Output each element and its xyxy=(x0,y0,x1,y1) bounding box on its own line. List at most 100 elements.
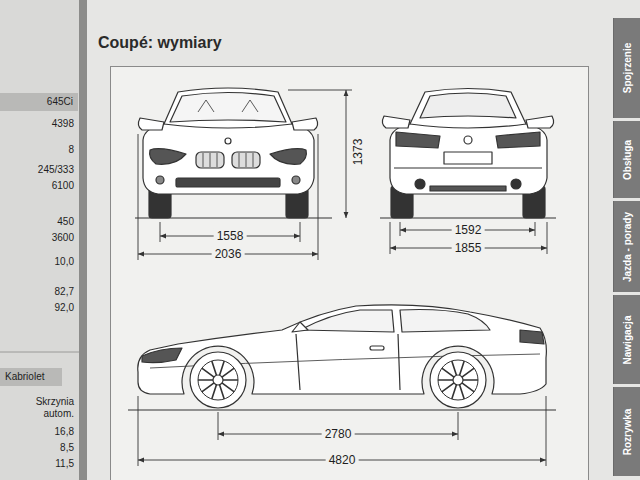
mirror xyxy=(292,118,318,130)
tail-light xyxy=(496,132,540,148)
extension-line xyxy=(160,222,161,242)
front-view xyxy=(138,88,317,218)
headlight xyxy=(150,149,186,165)
fog-light xyxy=(292,176,300,184)
table-rule xyxy=(0,352,79,353)
spec-value: 10,0 xyxy=(55,256,74,267)
exhaust xyxy=(415,179,425,189)
left-page xyxy=(0,0,79,480)
body-outline xyxy=(390,89,547,195)
spec-slot: Skrzynia autom. xyxy=(24,396,74,420)
spec-value: 450 xyxy=(57,216,74,227)
dimension-slot: 2036 xyxy=(212,247,245,261)
spec-slot: 82,7 xyxy=(55,286,74,298)
spec-slot: 10,0 xyxy=(55,256,74,268)
side-window xyxy=(400,310,490,333)
page-title: Coupé: wymiary xyxy=(98,34,222,52)
ground-line xyxy=(380,217,556,218)
node-text: Obsługa xyxy=(622,139,633,179)
dimension-slot: 2780 xyxy=(322,427,355,441)
wheel xyxy=(190,352,246,408)
exhaust xyxy=(511,179,521,189)
extension-line xyxy=(400,222,401,236)
extension-line xyxy=(458,412,459,440)
dimension-line xyxy=(346,90,347,218)
headlight xyxy=(142,348,182,363)
door-handle xyxy=(370,346,384,350)
chapter-tab: Rozrywka xyxy=(613,387,640,476)
hub xyxy=(213,375,223,385)
extension-line xyxy=(138,396,139,466)
spec-slot: 245/333 xyxy=(38,164,74,176)
dimension-value: 1373 xyxy=(351,139,365,166)
spec-slot: 6100 xyxy=(52,180,74,192)
node-text: 645Ci xyxy=(47,96,73,107)
dimension-value: 2036 xyxy=(212,247,245,261)
spec-value: 3600 xyxy=(52,232,74,243)
tail-light xyxy=(396,132,440,148)
ground-line xyxy=(135,217,332,218)
spec-value: 4398 xyxy=(52,118,74,129)
body-outline xyxy=(143,88,314,194)
badge xyxy=(464,136,472,144)
side-view xyxy=(138,305,547,408)
dimension-slot: 1592 xyxy=(452,223,485,237)
spec-slot: 4398 xyxy=(52,118,74,130)
spec-slot: 3600 xyxy=(52,232,74,244)
node-text: Spojrzenie xyxy=(622,43,633,94)
chapter-tab: Nawigacja xyxy=(613,295,640,384)
extension-line xyxy=(218,412,219,440)
extension-line xyxy=(390,222,391,254)
spec-slot: 8,5 xyxy=(60,442,74,454)
plate-recess xyxy=(444,152,492,164)
node-text: Jazda - porady xyxy=(622,211,633,281)
node-text: Rozrywka xyxy=(622,408,633,455)
dimension-value: 4820 xyxy=(326,453,359,467)
node-text: Nawigacja xyxy=(622,315,633,364)
chapter-tab: Jazda - porady xyxy=(613,201,640,292)
spec-value: 245/333 xyxy=(38,164,74,175)
page-gutter xyxy=(79,0,87,480)
windshield xyxy=(170,93,286,123)
grille-bars xyxy=(203,153,253,167)
dimension-slot: 1855 xyxy=(452,241,485,255)
dimension-slot: 1373 xyxy=(351,139,365,166)
dimension-lines xyxy=(138,90,547,466)
spec-slot: 92,0 xyxy=(55,302,74,314)
dimension-value: 1558 xyxy=(214,229,247,243)
spec-value: 8,5 xyxy=(60,442,74,453)
mirror xyxy=(526,116,554,128)
table-header-band: Kabriolet xyxy=(0,368,62,386)
dimension-slot: 1558 xyxy=(214,229,247,243)
spec-value: 6100 xyxy=(52,180,74,191)
drawing-frame xyxy=(111,67,589,480)
rim xyxy=(438,360,478,400)
spec-slot: 16,8 xyxy=(55,426,74,438)
trunk-line xyxy=(410,124,526,128)
rim xyxy=(198,360,238,400)
extension-line xyxy=(547,222,548,254)
table-header-band: 645Ci xyxy=(0,93,78,111)
air-intake xyxy=(176,178,280,187)
node-text: Kabriolet xyxy=(5,371,44,382)
spec-slot: 11,5 xyxy=(55,458,74,470)
spec-value: 16,8 xyxy=(55,426,74,437)
chapter-tab: Spojrzenie xyxy=(613,18,640,118)
dimension-value: 2780 xyxy=(322,427,355,441)
wheel xyxy=(430,352,486,408)
extension-line xyxy=(288,90,352,91)
door-line xyxy=(296,334,400,390)
mirror xyxy=(292,322,308,332)
badge xyxy=(225,138,231,144)
seat-outline xyxy=(198,100,258,112)
headlight xyxy=(270,149,306,165)
extension-line xyxy=(546,396,547,466)
hub xyxy=(453,375,463,385)
spec-slot: 450 xyxy=(57,216,74,228)
chapter-tab: Obsługa xyxy=(613,121,640,198)
dimension-slot: 4820 xyxy=(326,453,359,467)
side-window xyxy=(300,310,394,332)
